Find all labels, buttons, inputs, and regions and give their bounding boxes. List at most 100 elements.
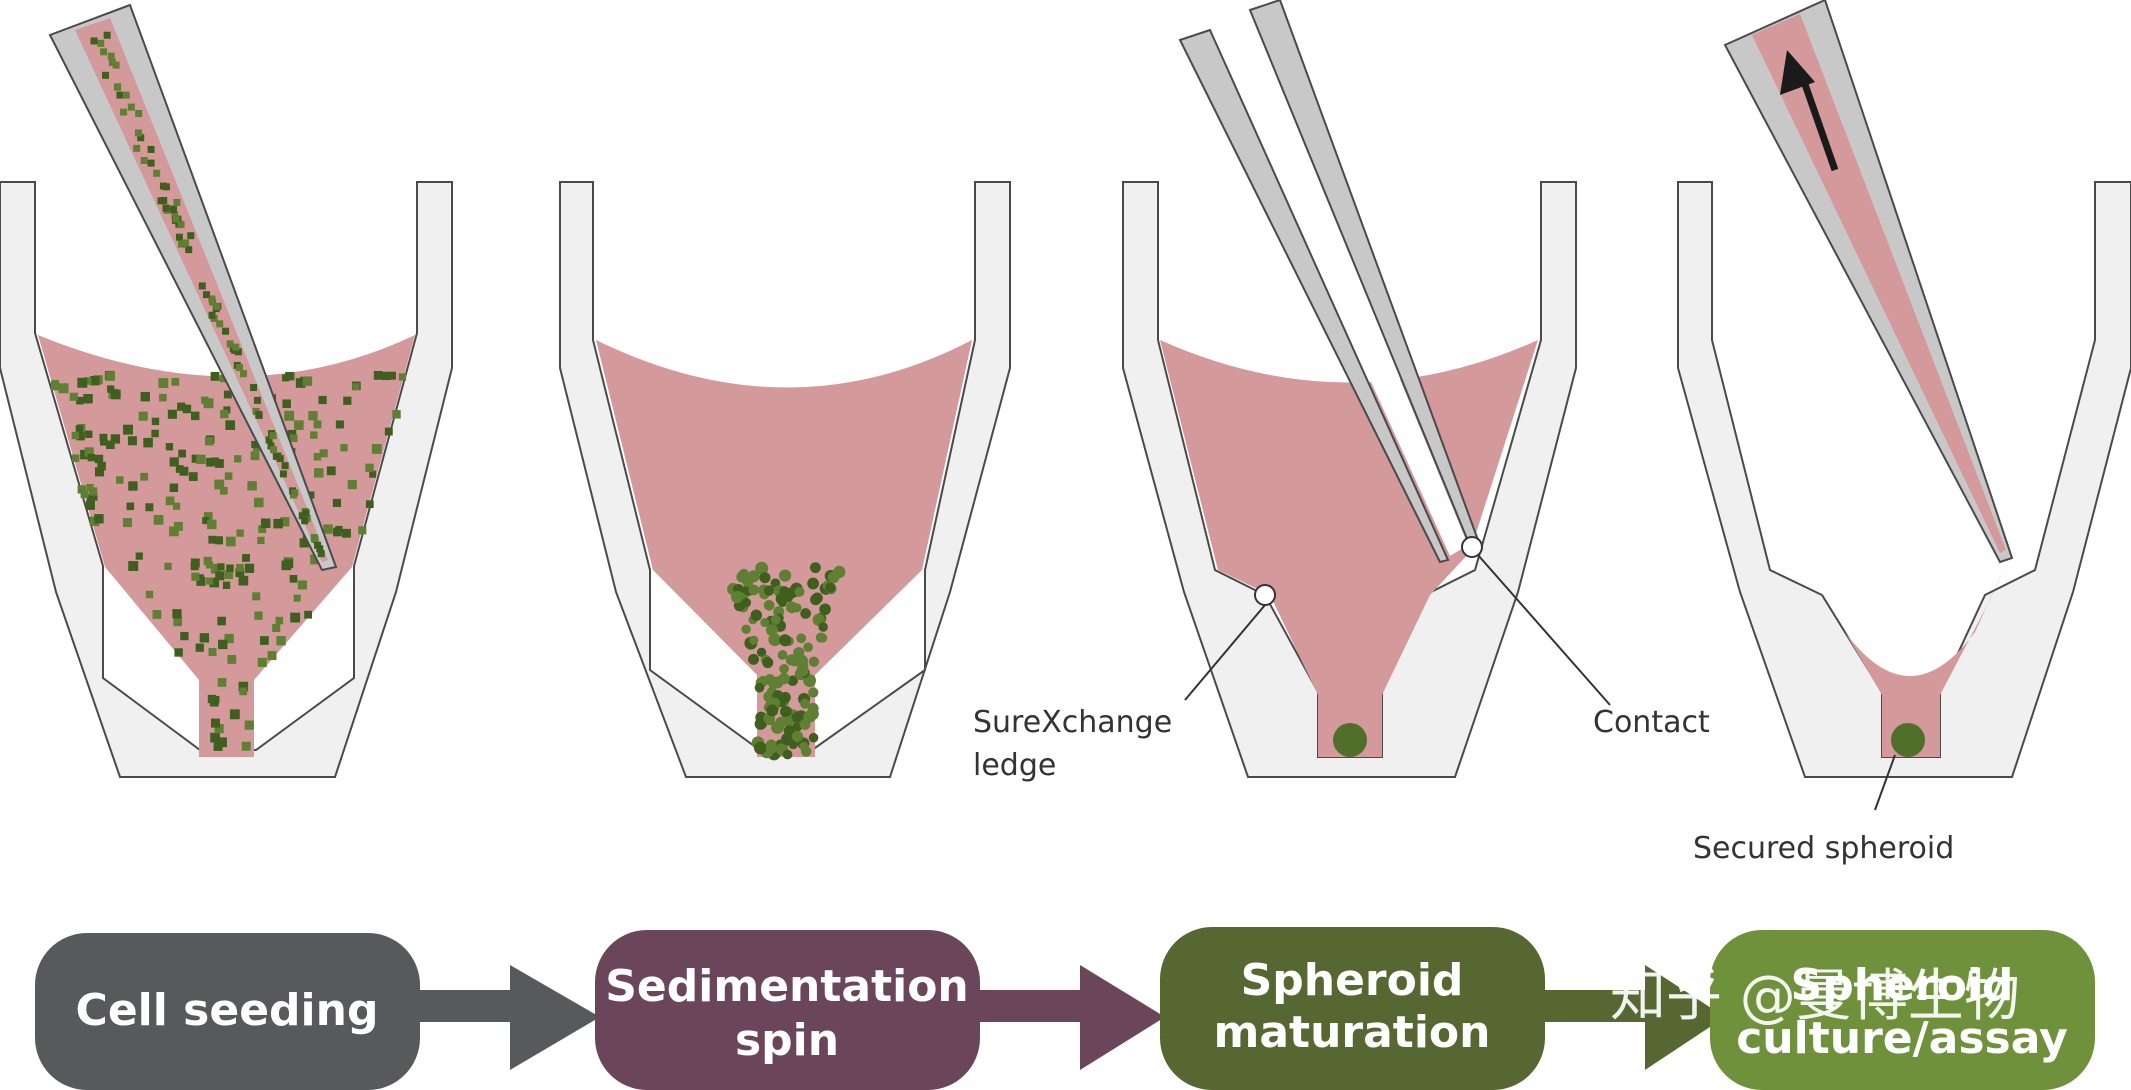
callout-contact: Contact (1593, 705, 1710, 740)
cell (126, 502, 135, 511)
cell (209, 298, 217, 306)
cell (815, 632, 826, 643)
cell (116, 91, 124, 99)
cell (297, 580, 307, 590)
step-box-spheroid-maturation (1160, 927, 1545, 1090)
cell (196, 454, 206, 464)
cell (172, 502, 181, 510)
cell (755, 561, 769, 575)
cell (84, 447, 94, 457)
cell (766, 704, 779, 717)
connector-2 (970, 990, 1080, 1022)
cell (371, 444, 382, 454)
cell (253, 396, 261, 404)
cell (265, 436, 273, 444)
cell (759, 572, 771, 584)
cell (236, 564, 244, 572)
cell (202, 517, 210, 525)
medium-remaining (1845, 560, 2008, 757)
cell (250, 451, 260, 461)
callout-surexchange-ledge-line2: ledge (973, 748, 1056, 783)
cell (151, 417, 160, 426)
cell (741, 624, 751, 634)
cell (244, 563, 255, 573)
cell (134, 129, 142, 137)
cell (89, 487, 98, 496)
cell (235, 568, 245, 578)
step-box-cell-seeding (35, 933, 420, 1090)
cell (169, 526, 179, 537)
cell (284, 559, 294, 569)
cell (302, 509, 310, 517)
panel-spheroid-maturation: SureXchange ledge Contact (973, 0, 1710, 783)
cell (241, 741, 251, 751)
cell (807, 577, 819, 590)
cell (267, 651, 277, 661)
cell (217, 737, 227, 748)
cell (257, 657, 267, 667)
cell (808, 656, 820, 667)
cell (239, 687, 248, 696)
cell (299, 538, 309, 548)
contact-marker (1461, 536, 1483, 558)
cell (179, 466, 189, 476)
cell (205, 577, 214, 585)
cell (110, 434, 121, 444)
cell (220, 409, 229, 419)
cell (153, 514, 164, 525)
cell (145, 503, 154, 512)
cell (779, 663, 789, 674)
cell (177, 240, 185, 248)
cell (765, 742, 777, 754)
cell (224, 472, 233, 480)
cell (145, 590, 154, 599)
cell (203, 556, 212, 566)
cell (779, 691, 791, 703)
cell (214, 479, 225, 490)
watermark: 知乎 @曼博生物 (1610, 964, 2020, 1029)
cell (181, 239, 189, 247)
cell (58, 383, 69, 394)
cell (227, 655, 237, 664)
well-outline (0, 181, 453, 778)
cell (196, 574, 204, 583)
cell (202, 291, 210, 299)
pipette-tip-left (1178, 28, 1450, 564)
cell (335, 420, 344, 429)
cell (382, 371, 391, 381)
cell (398, 373, 407, 381)
step-label-maturation-line1: Spheroid (1241, 955, 1464, 1006)
cell (178, 449, 186, 458)
arrow-icon-2 (1080, 965, 1165, 1070)
cell (307, 491, 315, 499)
cell (808, 732, 819, 743)
cell (293, 594, 301, 602)
cell (229, 709, 240, 720)
cell (291, 489, 299, 497)
pipette-liquid (75, 18, 328, 562)
cell (188, 472, 198, 481)
cell (140, 157, 148, 165)
cell (167, 409, 177, 419)
cell (333, 527, 342, 537)
cell (232, 343, 240, 351)
cell (282, 399, 291, 408)
cell (358, 526, 367, 535)
contact-leader-line (1477, 554, 1611, 706)
cell (122, 91, 130, 99)
cell (173, 617, 183, 627)
cell (147, 145, 155, 153)
cell (289, 434, 298, 443)
medium (596, 340, 972, 757)
cell (310, 554, 321, 565)
cell (778, 650, 788, 660)
cell (210, 371, 220, 381)
cell (94, 467, 105, 477)
cell (152, 610, 162, 619)
cell (224, 633, 234, 644)
cell (267, 442, 275, 450)
step-label-maturation-line2: maturation (1214, 1007, 1491, 1058)
arrow-head-icon (1780, 50, 1815, 95)
cell (174, 648, 183, 657)
